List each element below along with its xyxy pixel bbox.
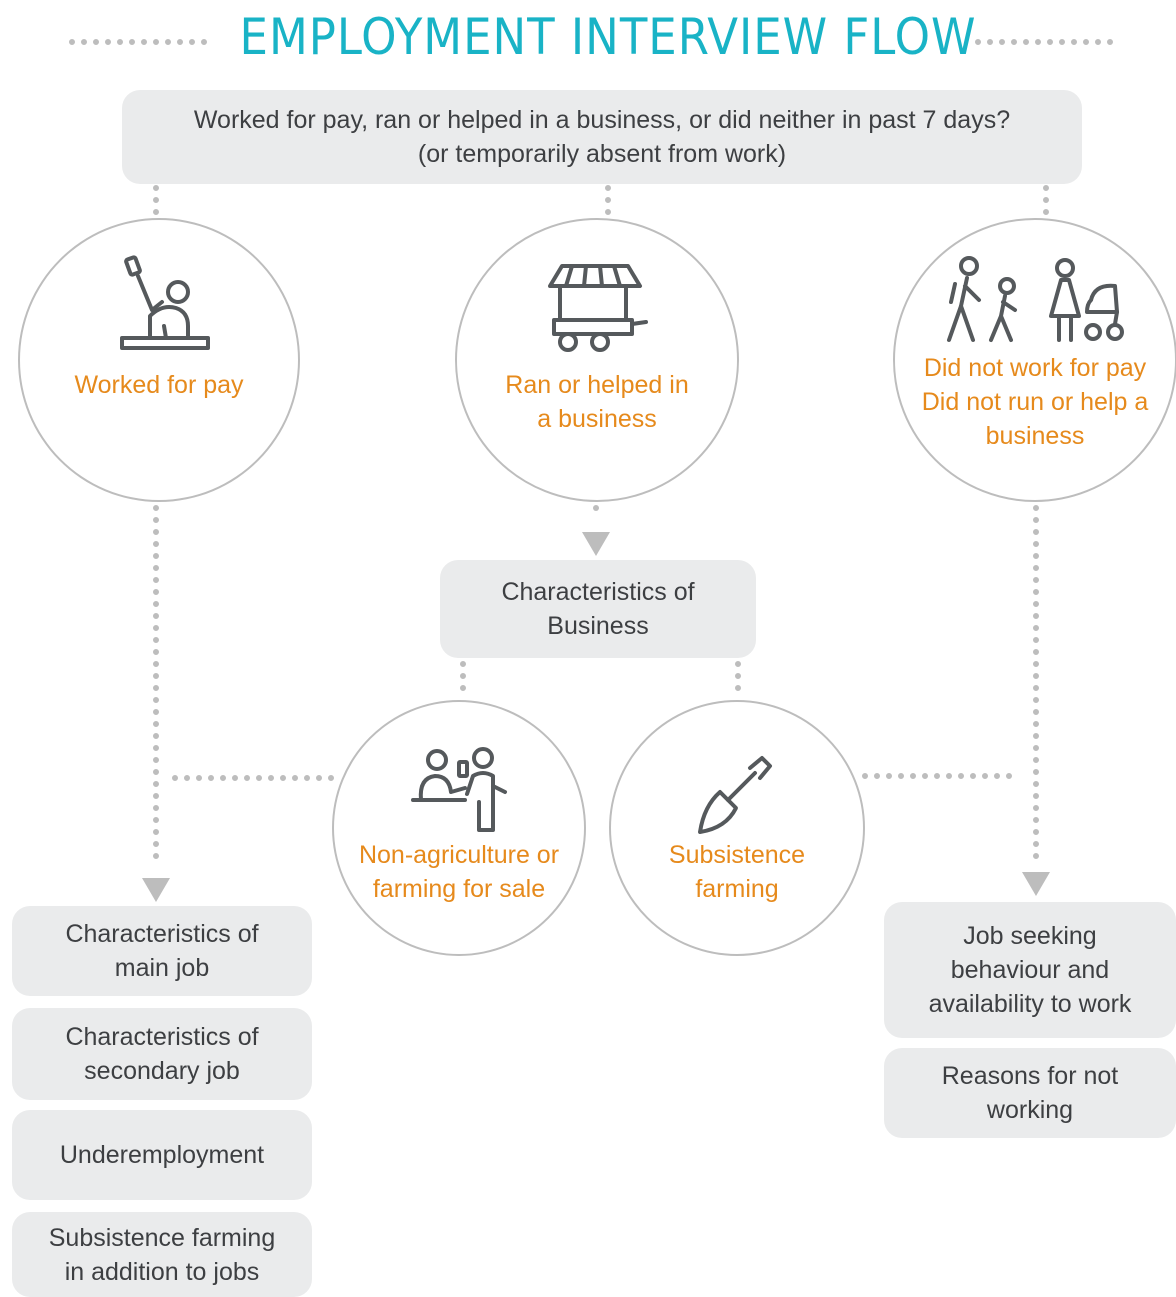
worked-for-pay-circle: Worked for pay [18, 218, 300, 502]
subsistence-farming-circle: Subsistence farming [609, 700, 865, 956]
worker-icon [120, 255, 210, 350]
question-box: Worked for pay, ran or helped in a busin… [122, 90, 1082, 184]
non-agriculture-label: Non-agriculture or farming for sale [358, 841, 560, 903]
family-walking-icon [947, 256, 1124, 342]
left-module-main-job: Characteristics of main job [12, 906, 312, 996]
did-not-work-label: Did not work for pay Did not run or help… [921, 354, 1149, 450]
right-module-job-seeking: Job seeking behaviour and availability t… [884, 902, 1176, 1038]
left-module-secondary-job: Characteristics of secondary job [12, 1008, 312, 1100]
business-label: Ran or helped in a business [505, 371, 689, 433]
shovel-icon [698, 756, 772, 834]
page-title: EMPLOYMENT INTERVIEW FLOW [239, 8, 977, 66]
non-agriculture-circle: Non-agriculture or farming for sale [332, 700, 586, 956]
market-cart-icon [548, 264, 648, 352]
left-module-subsistence-farming: Subsistence farming in addition to jobs [12, 1212, 312, 1297]
right-module-reasons-not-working: Reasons for not working [884, 1048, 1176, 1138]
characteristics-of-business-box: Characteristics of Business [440, 560, 756, 658]
left-module-underemployment: Underemployment [12, 1110, 312, 1200]
customer-vendor-icon [411, 747, 507, 832]
worked-for-pay-label: Worked for pay [74, 371, 244, 399]
did-not-work-circle: Did not work for pay Did not run or help… [893, 218, 1176, 502]
subsistence-farming-label: Subsistence farming [668, 841, 806, 903]
business-circle: Ran or helped in a business [455, 218, 739, 502]
